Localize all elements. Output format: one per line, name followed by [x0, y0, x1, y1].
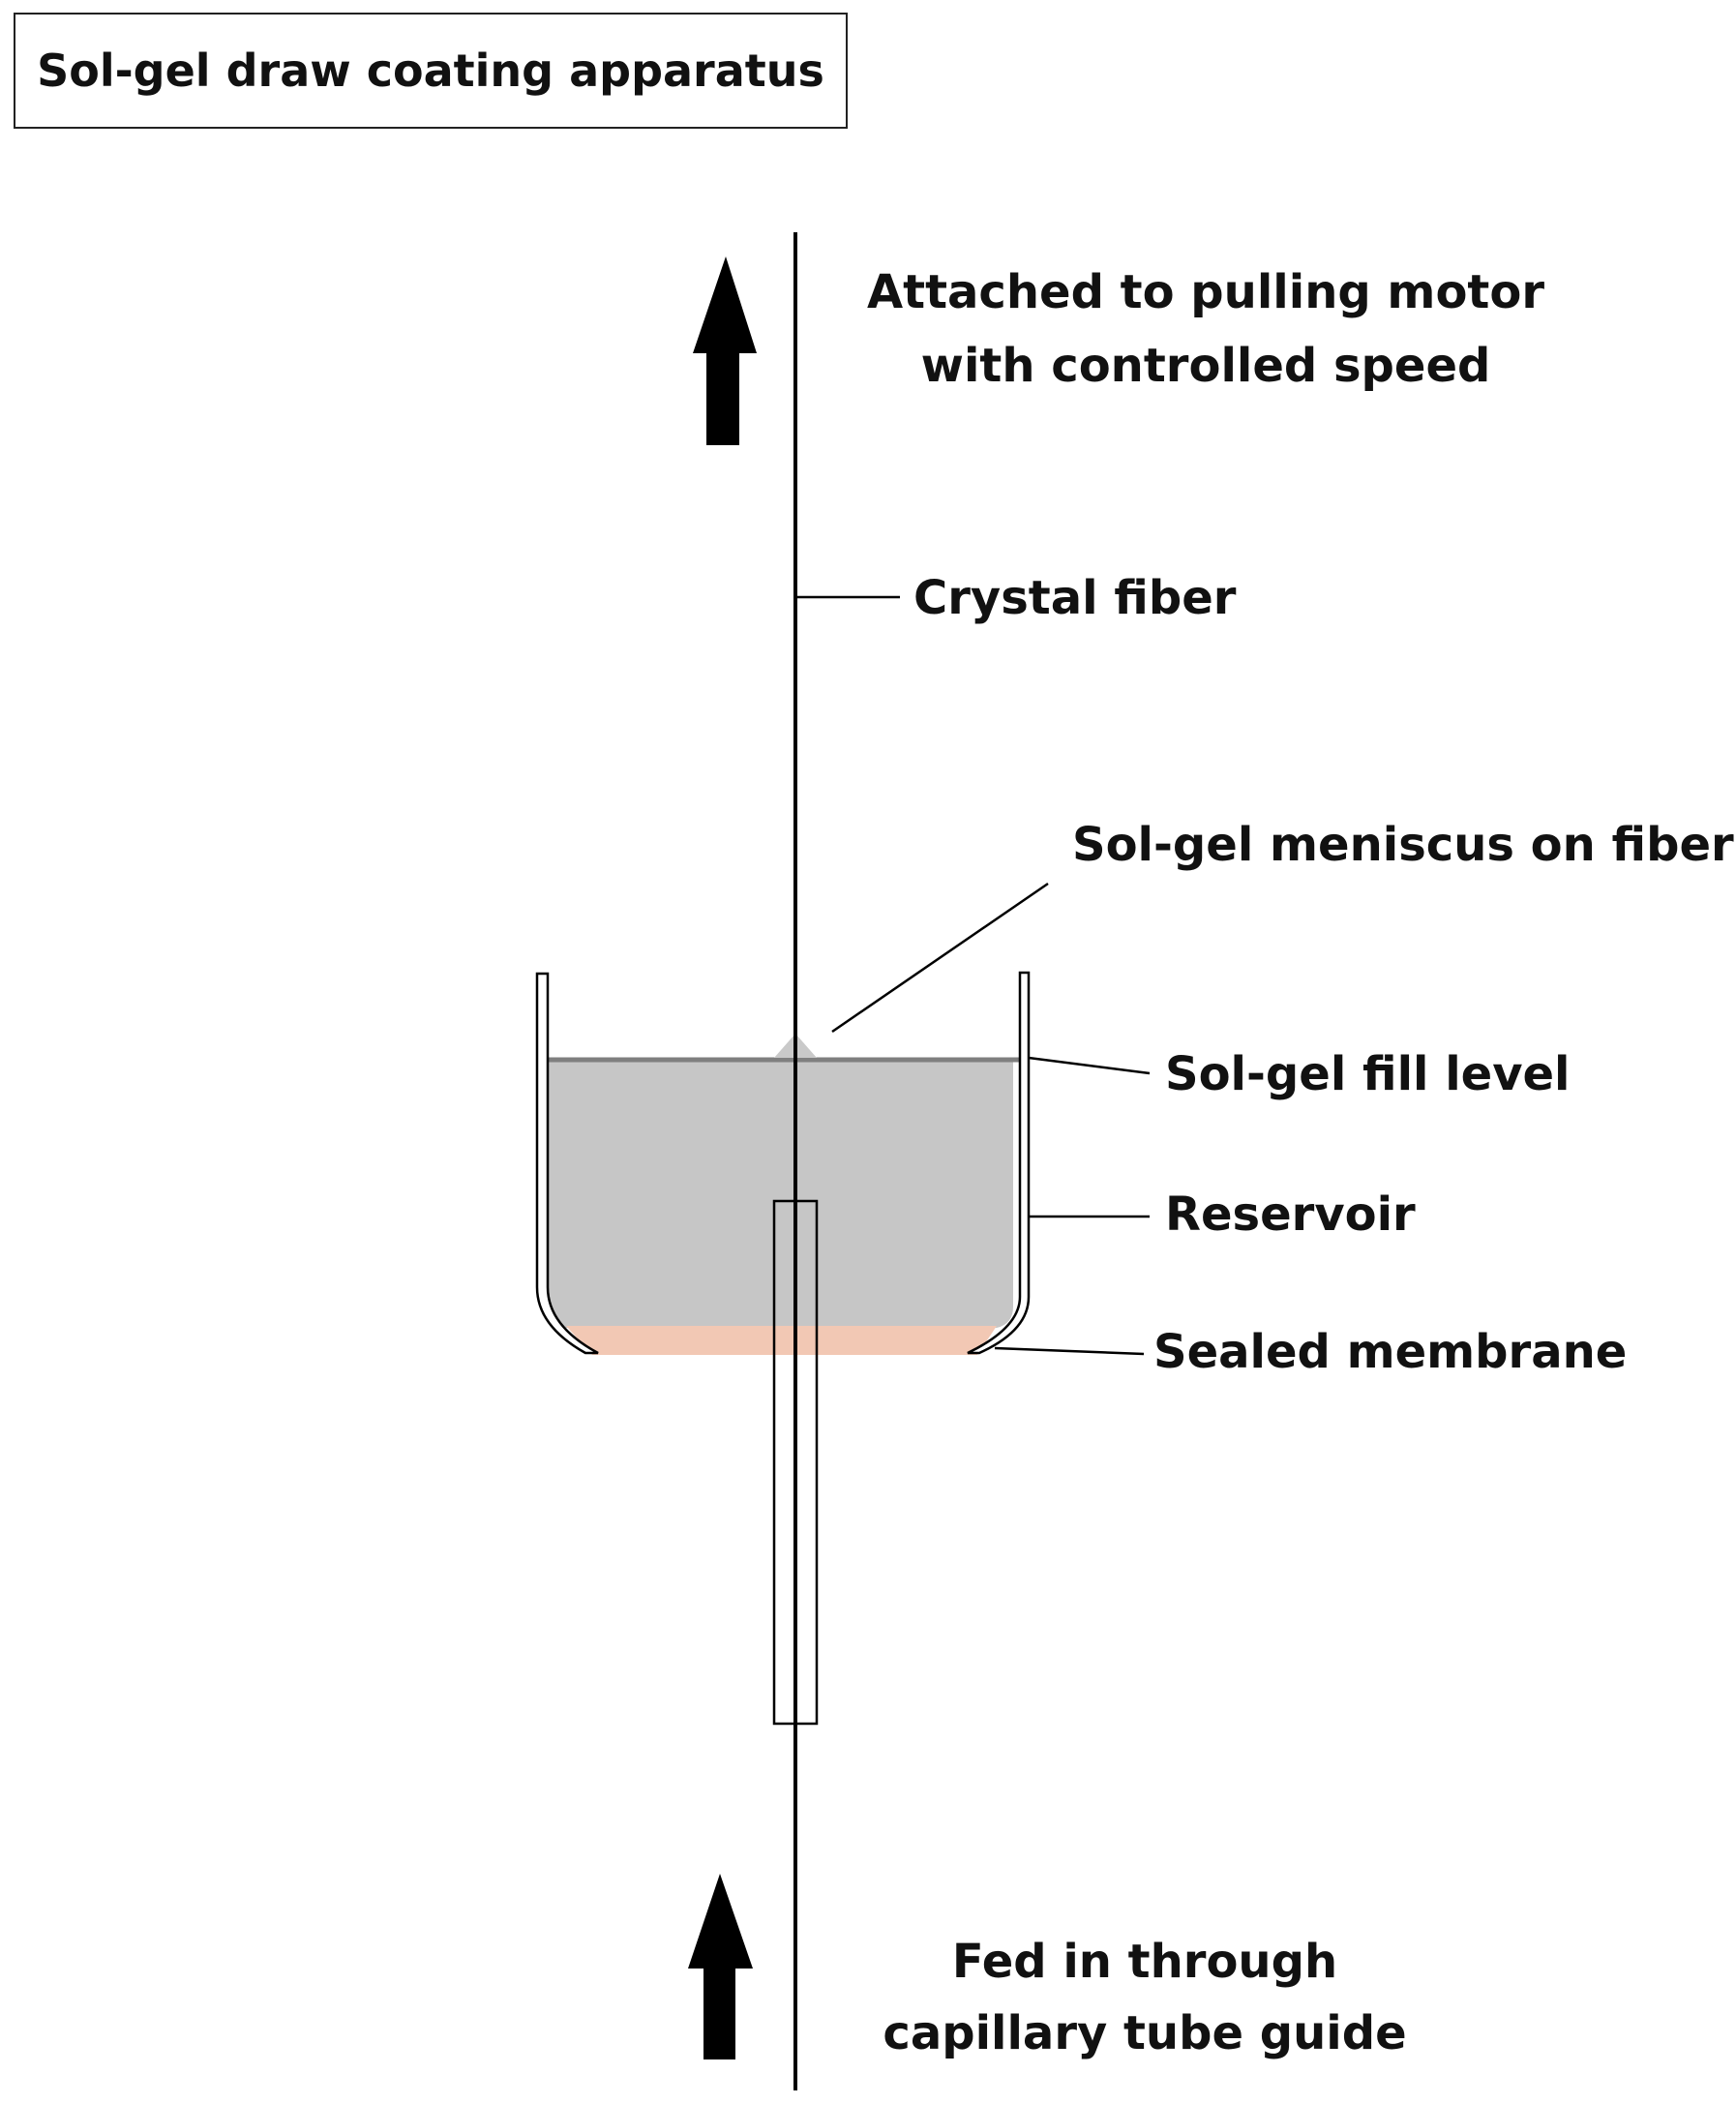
reservoir-right-wall [967, 971, 1031, 1355]
label-bottom-line1: Fed in through [952, 1935, 1337, 1989]
label-fill-level: Sol-gel fill level [1165, 1047, 1571, 1101]
leader-membrane [994, 1346, 1145, 1356]
label-meniscus: Sol-gel meniscus on fiber [1072, 818, 1734, 872]
label-top-line2: with controlled speed [921, 339, 1491, 393]
pull-arrow-top [693, 256, 757, 445]
leader-fill-level [1028, 1056, 1151, 1075]
sealed-membrane [566, 1326, 997, 1355]
diagram-title: Sol-gel draw coating apparatus [37, 45, 824, 97]
leader-meniscus [831, 882, 1049, 1034]
sol-gel-liquid [548, 1060, 1013, 1328]
label-top-line1: Attached to pulling motor [867, 265, 1544, 319]
label-membrane: Sealed membrane [1153, 1325, 1627, 1379]
feed-arrow-bottom [688, 1874, 753, 2059]
label-crystal-fiber: Crystal fiber [913, 571, 1237, 625]
title-box: Sol-gel draw coating apparatus [14, 13, 848, 129]
label-bottom-line2: capillary tube guide [883, 2006, 1406, 2060]
label-reservoir: Reservoir [1165, 1187, 1416, 1242]
reservoir-left-wall [535, 972, 599, 1355]
